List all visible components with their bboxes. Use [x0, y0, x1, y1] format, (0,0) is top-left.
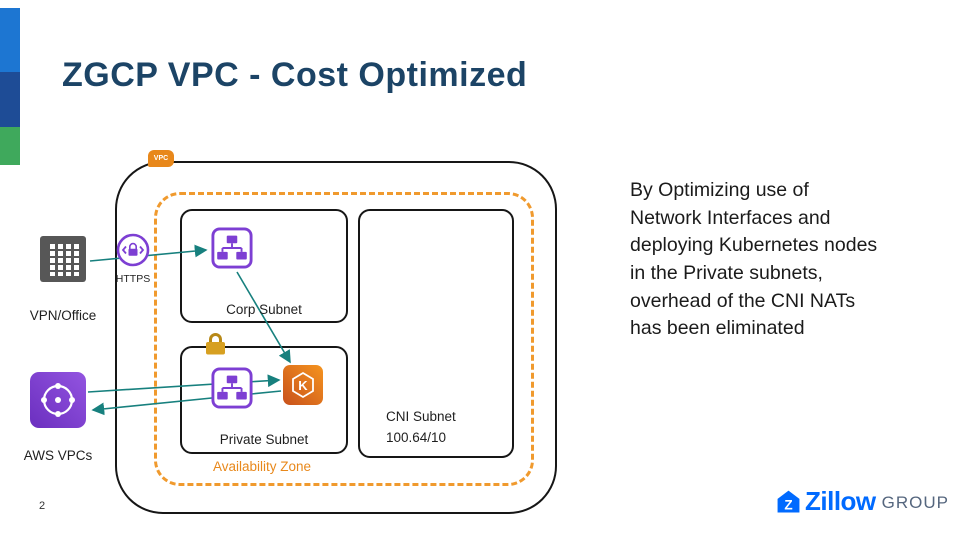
page-number: 2: [39, 500, 46, 512]
cni-subnet-cidr: 100.64/10: [386, 429, 447, 445]
accent-bar-navy: [0, 72, 20, 127]
slide-body-text: By Optimizing use of Network Interfaces …: [630, 179, 878, 340]
vpn-office-label: VPN/Office: [29, 308, 97, 323]
eks-icon-letter: K: [298, 378, 308, 393]
cni-subnet-label: CNI Subnet 100.64/10: [386, 407, 456, 449]
private-subnet-label: Private Subnet: [219, 432, 309, 447]
logo-brand-text: Zillow: [805, 485, 876, 516]
zillow-house-icon: Z: [777, 490, 800, 512]
private-subnet-icon: [211, 367, 253, 409]
vpc-badge-label: VPC: [153, 155, 169, 162]
availability-zone-label: Availability Zone: [213, 459, 312, 474]
aws-vpcs-label: AWS VPCs: [23, 448, 93, 463]
corp-subnet-icon: [211, 227, 253, 269]
accent-bar-blue: [0, 8, 20, 72]
slide-title: ZGCP VPC - Cost Optimized: [62, 56, 528, 94]
zillow-group-logo: Z Zillow GROUP: [776, 486, 949, 516]
svg-text:Z: Z: [784, 497, 792, 512]
https-gateway-icon: [116, 233, 150, 267]
aws-vpc-icon: [30, 372, 86, 428]
vpc-boundary-box: [115, 161, 557, 514]
https-label: HTTPS: [115, 273, 151, 285]
lock-icon: [202, 331, 229, 356]
corp-subnet-label: Corp Subnet: [226, 302, 302, 317]
cni-subnet-box: [358, 209, 514, 458]
cni-subnet-name: CNI Subnet: [386, 409, 456, 424]
logo-suffix-text: GROUP: [881, 492, 950, 512]
accent-bar-green: [0, 127, 20, 165]
office-building-icon: [40, 236, 86, 282]
eks-kubernetes-icon: K: [283, 365, 323, 405]
vpc-badge-icon: VPC: [148, 150, 174, 167]
availability-zone-box: [154, 192, 534, 486]
